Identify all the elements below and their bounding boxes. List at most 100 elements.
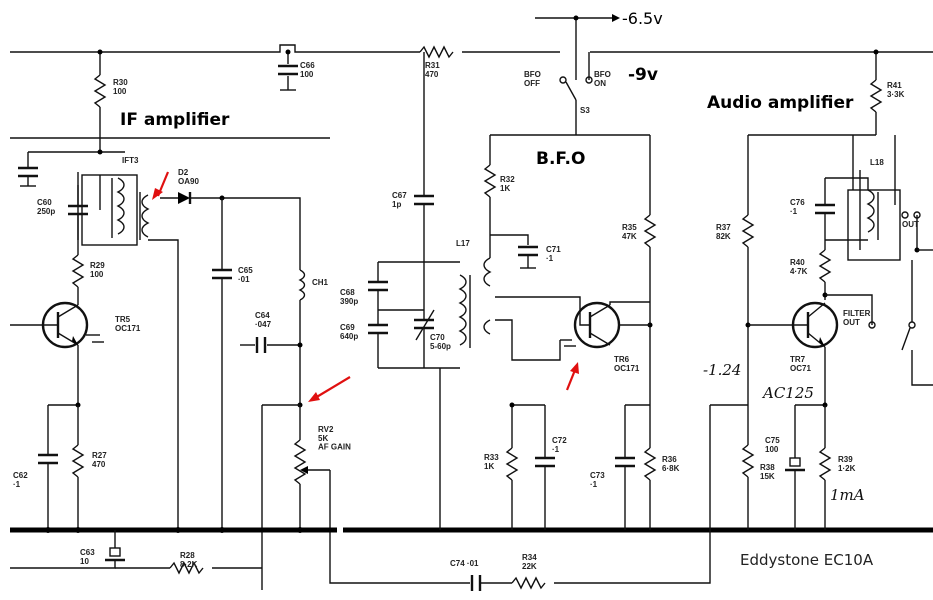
diode-d2	[160, 192, 301, 270]
tank-circuit	[368, 261, 460, 530]
section-if-amplifier: IF amplifier	[120, 110, 230, 130]
potentiometer-rv2	[261, 402, 470, 590]
label-c65: C65·01	[238, 266, 253, 284]
transistor-tr6	[495, 296, 650, 361]
if-stage-wiring	[18, 149, 125, 187]
transistor-tr5	[10, 301, 104, 405]
capacitor-c75	[785, 402, 828, 530]
resistor-r28	[115, 561, 262, 575]
capacitor-c63	[10, 530, 125, 569]
capacitor-c72	[535, 405, 555, 530]
resistor-r41	[869, 49, 883, 135]
label-ift3: IFT3	[122, 156, 139, 165]
label-l18: L18	[870, 158, 884, 167]
capacitor-c73	[615, 404, 650, 530]
annotation-replacement: AC125	[761, 384, 814, 402]
resistor-r30	[93, 49, 107, 152]
supply-rail	[10, 14, 933, 80]
resistor-r33	[505, 402, 545, 530]
label-c73: C73·1	[590, 471, 605, 489]
label-c71: C71·1	[546, 245, 561, 263]
marker-arrow-tr6	[565, 362, 579, 391]
inductor-l17	[458, 257, 492, 348]
section-audio-amplifier: Audio amplifier	[707, 93, 854, 113]
bfo-switch-s3	[559, 52, 593, 135]
resistor-r39	[818, 405, 832, 530]
capacitor-c64	[240, 337, 303, 353]
supply-minus-9v: -9v	[628, 65, 658, 85]
label-c64: C64·047	[255, 311, 272, 329]
label-ch1: CH1	[312, 278, 329, 287]
capacitor-c71	[518, 245, 538, 269]
transformer-ift3	[77, 172, 150, 246]
capacitor-c60	[68, 185, 88, 240]
resistor-r34	[511, 405, 711, 590]
resistor-r40	[818, 249, 873, 325]
label-c74: C74 ·01	[450, 559, 479, 568]
ift3-secondary-return	[148, 239, 179, 530]
transistor-tr7	[748, 301, 839, 405]
annotation-voltage: -1.24	[703, 361, 741, 379]
section-bfo: B.F.O	[536, 149, 585, 169]
label-out: OUT	[902, 220, 919, 229]
label-c62: C62·1	[13, 471, 28, 489]
transformer-l18	[825, 135, 933, 261]
marker-arrow-rv2	[308, 376, 351, 402]
supply-minus-6-5v: -6.5v	[622, 9, 663, 28]
resistor-r27	[48, 402, 85, 530]
filter-switch	[868, 260, 933, 386]
capacitor-c65	[212, 198, 232, 530]
annotation-current: 1mA	[830, 486, 865, 504]
capacitor-c62	[38, 405, 58, 530]
label-c72: C72·1	[552, 436, 567, 454]
label-l17: L17	[456, 239, 470, 248]
resistor-r32	[483, 134, 650, 258]
marker-arrow-d2	[152, 171, 170, 200]
label-s3: S3	[580, 106, 590, 115]
capacitor-c67	[414, 52, 434, 262]
resistor-r37	[710, 135, 755, 530]
capacitor-c66	[278, 49, 298, 91]
label-c76: C76·1	[790, 198, 805, 216]
choke-ch1	[298, 269, 306, 405]
caption: Eddystone EC10A	[740, 551, 874, 569]
capacitor-c74	[470, 575, 512, 591]
resistor-r35	[643, 135, 657, 405]
ground-bus	[10, 527, 933, 533]
capacitor-c76	[815, 178, 835, 250]
resistor-r29	[71, 245, 85, 305]
resistor-r36	[643, 405, 657, 530]
